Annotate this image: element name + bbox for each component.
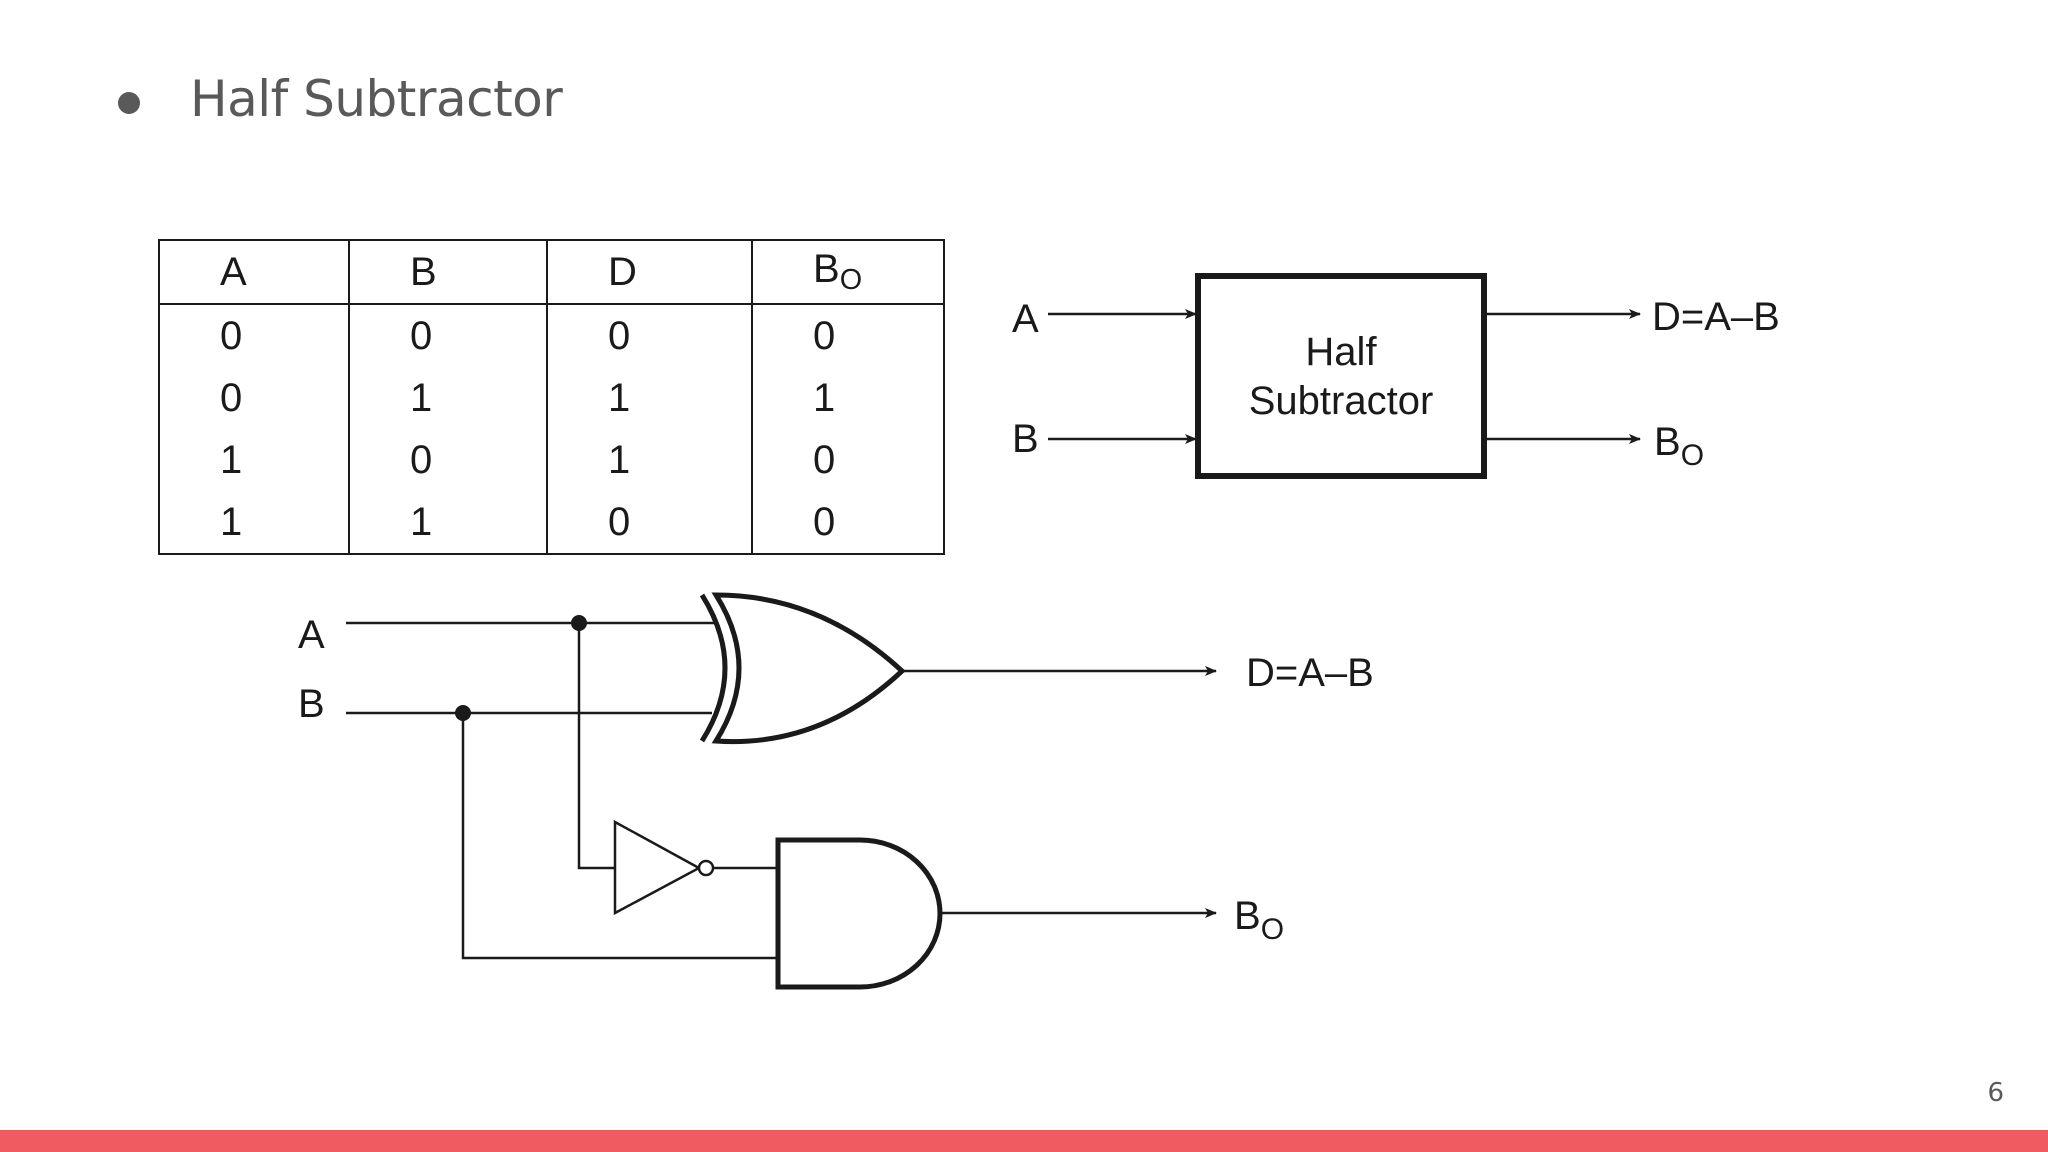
footer-accent-bar [0, 1130, 2048, 1152]
block-label-line1: Half [1305, 330, 1377, 374]
not-triangle [613, 819, 702, 916]
xor-back-curve [699, 593, 728, 743]
block-label-line2: Subtractor [1249, 379, 1434, 423]
wire-b-to-and [461, 713, 778, 960]
and-gate [775, 837, 943, 990]
header-bo: BO [751, 239, 945, 305]
half-subtractor-block [1195, 273, 1487, 479]
block-output-bo-subscript: O [1681, 439, 1704, 472]
table-row: 1 0 1 0 [158, 429, 945, 491]
header-bo-label: B [813, 246, 840, 291]
table-cell: 1 [546, 429, 753, 491]
circuit-input-a-label: A [298, 613, 325, 657]
header-d: D [546, 239, 753, 305]
table-cell: 1 [158, 429, 350, 491]
table-cell: 1 [546, 367, 753, 429]
logic-circuit: A B D=A–B BO [298, 592, 1374, 990]
table-cell: 0 [546, 304, 753, 367]
block-output-d-label: D=A–B [1652, 295, 1780, 339]
circuit-output-d-label: D=A–B [1246, 651, 1374, 695]
not-gate [613, 819, 715, 916]
table-row: 0 1 1 1 [158, 367, 945, 429]
table-cell: 0 [751, 429, 945, 491]
block-output-bo-label: BO [1654, 420, 1704, 472]
header-a: A [158, 239, 350, 305]
header-b-label: B [410, 249, 437, 294]
table-cell: 1 [348, 367, 548, 429]
wire-a-to-not [577, 623, 615, 870]
table-cell: 0 [348, 429, 548, 491]
block-diagram: A B Half Subtractor D=A–B BO [1012, 273, 1780, 479]
bullet-icon [118, 92, 140, 114]
table-cell: 1 [158, 491, 350, 555]
table-cell: 0 [158, 304, 350, 367]
table-cell: 0 [348, 304, 548, 367]
header-b: B [348, 239, 548, 305]
table-row: 1 1 0 0 [158, 491, 945, 555]
junction-b-dot [455, 705, 471, 721]
not-bubble [697, 859, 715, 877]
table-cell: 1 [751, 367, 945, 429]
junction-a-dot [571, 615, 587, 631]
xor-gate [699, 592, 906, 745]
header-d-label: D [608, 249, 637, 294]
slide-title: Half Subtractor [190, 70, 563, 128]
circuit-wires [346, 621, 778, 960]
truth-table: A B D BO 0 0 0 0 0 1 1 1 1 0 1 0 1 1 0 0 [158, 239, 945, 555]
header-a-label: A [220, 249, 247, 294]
circuit-output-bo-main: B [1234, 894, 1261, 938]
table-header-row: A B D BO [158, 239, 945, 305]
block-input-a-label: A [1012, 297, 1039, 341]
circuit-input-b-label: B [298, 682, 325, 726]
page-number: 6 [1987, 1078, 2004, 1108]
xor-body [711, 592, 906, 745]
block-output-bo-main: B [1654, 420, 1681, 464]
title-row: Half Subtractor [118, 70, 563, 128]
circuit-output-bo-subscript: O [1261, 913, 1284, 946]
table-row: 0 0 0 0 [158, 304, 945, 367]
header-bo-subscript: O [839, 264, 863, 297]
table-cell: 0 [751, 304, 945, 367]
circuit-output-bo-label: BO [1234, 894, 1284, 946]
table-cell: 1 [348, 491, 548, 555]
block-input-b-label: B [1012, 417, 1039, 461]
table-cell: 0 [751, 491, 945, 555]
table-cell: 0 [546, 491, 753, 555]
table-cell: 0 [158, 367, 350, 429]
